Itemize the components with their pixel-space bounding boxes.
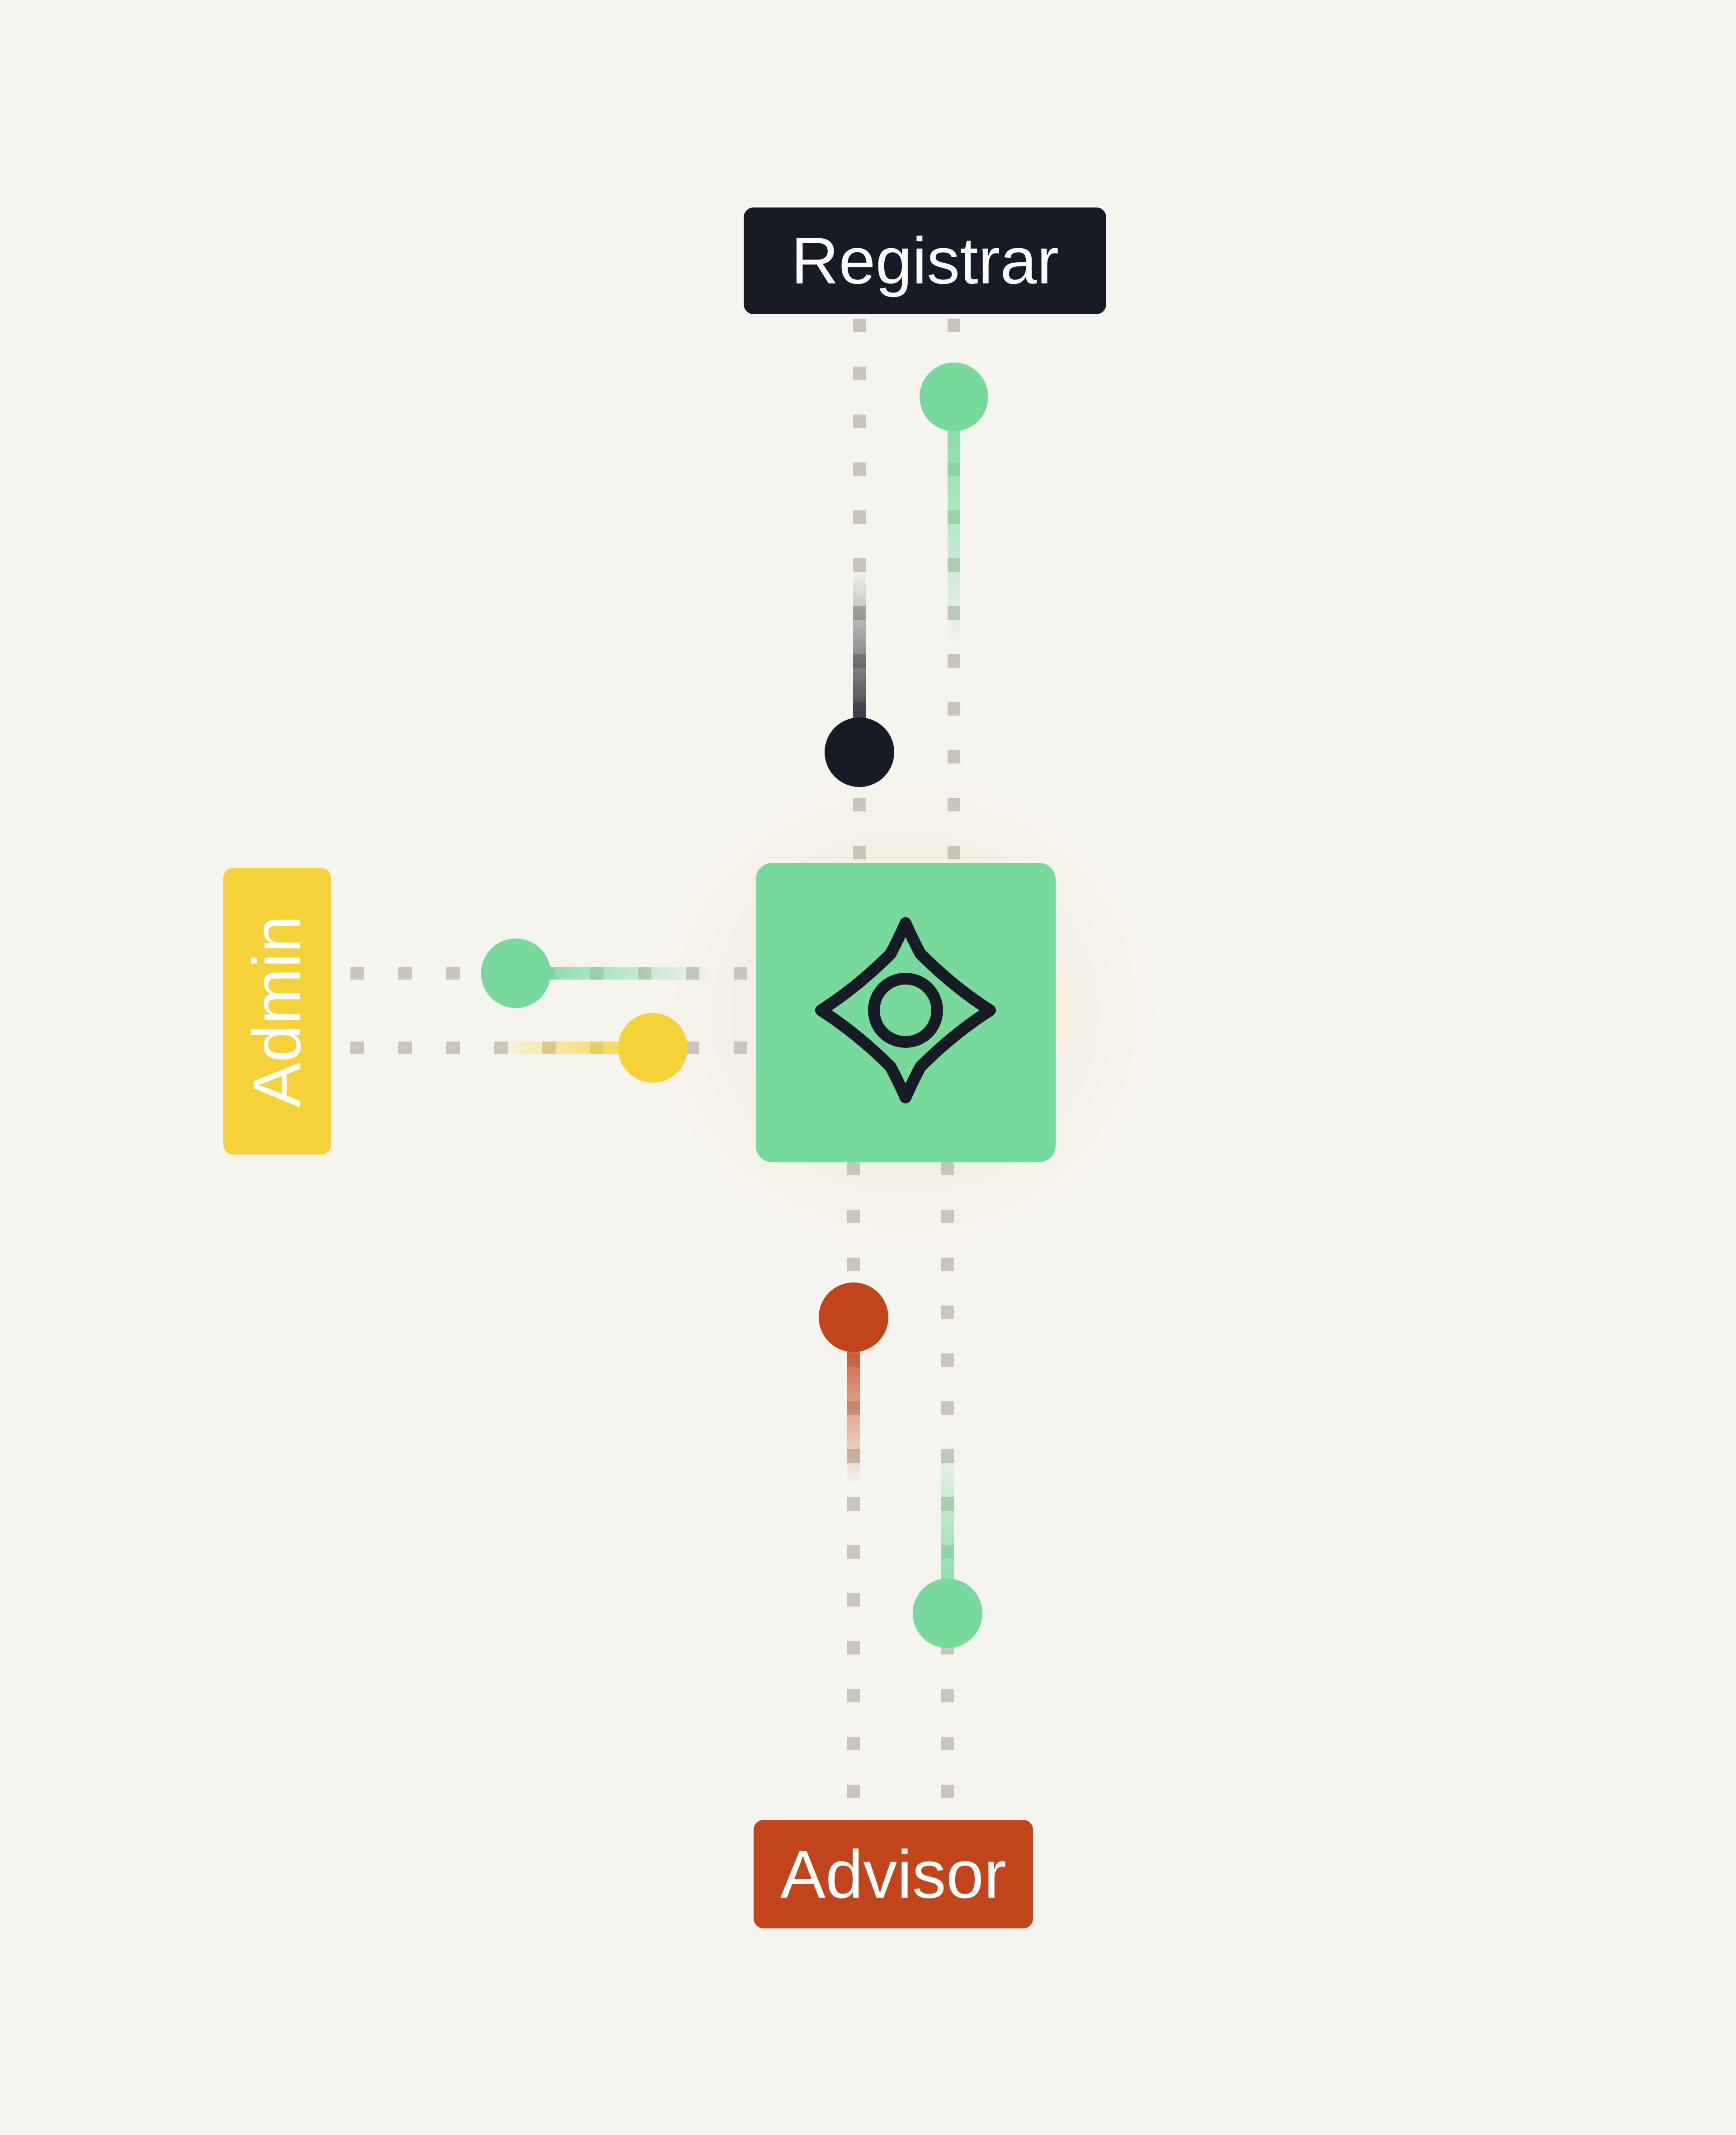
registrar-node[interactable]: Registrar bbox=[744, 207, 1106, 314]
packet-dot bbox=[819, 1282, 888, 1352]
hub-node[interactable] bbox=[756, 863, 1056, 1162]
hub-box bbox=[756, 863, 1056, 1162]
registrar-label: Registrar bbox=[791, 224, 1059, 297]
admin-node[interactable]: Admin bbox=[223, 868, 331, 1155]
packet-dot bbox=[913, 1579, 982, 1648]
advisor-label: Advisor bbox=[780, 1836, 1007, 1912]
packet-dot bbox=[618, 1013, 688, 1083]
packets bbox=[481, 363, 988, 1648]
packet-dot bbox=[825, 717, 894, 787]
advisor-node[interactable]: Advisor bbox=[754, 1820, 1033, 1928]
packet-dot bbox=[481, 938, 551, 1008]
packet-dot bbox=[920, 363, 988, 431]
four-point-star-icon bbox=[815, 917, 996, 1103]
admin-label: Admin bbox=[239, 915, 315, 1108]
packet-trail bbox=[948, 397, 960, 650]
